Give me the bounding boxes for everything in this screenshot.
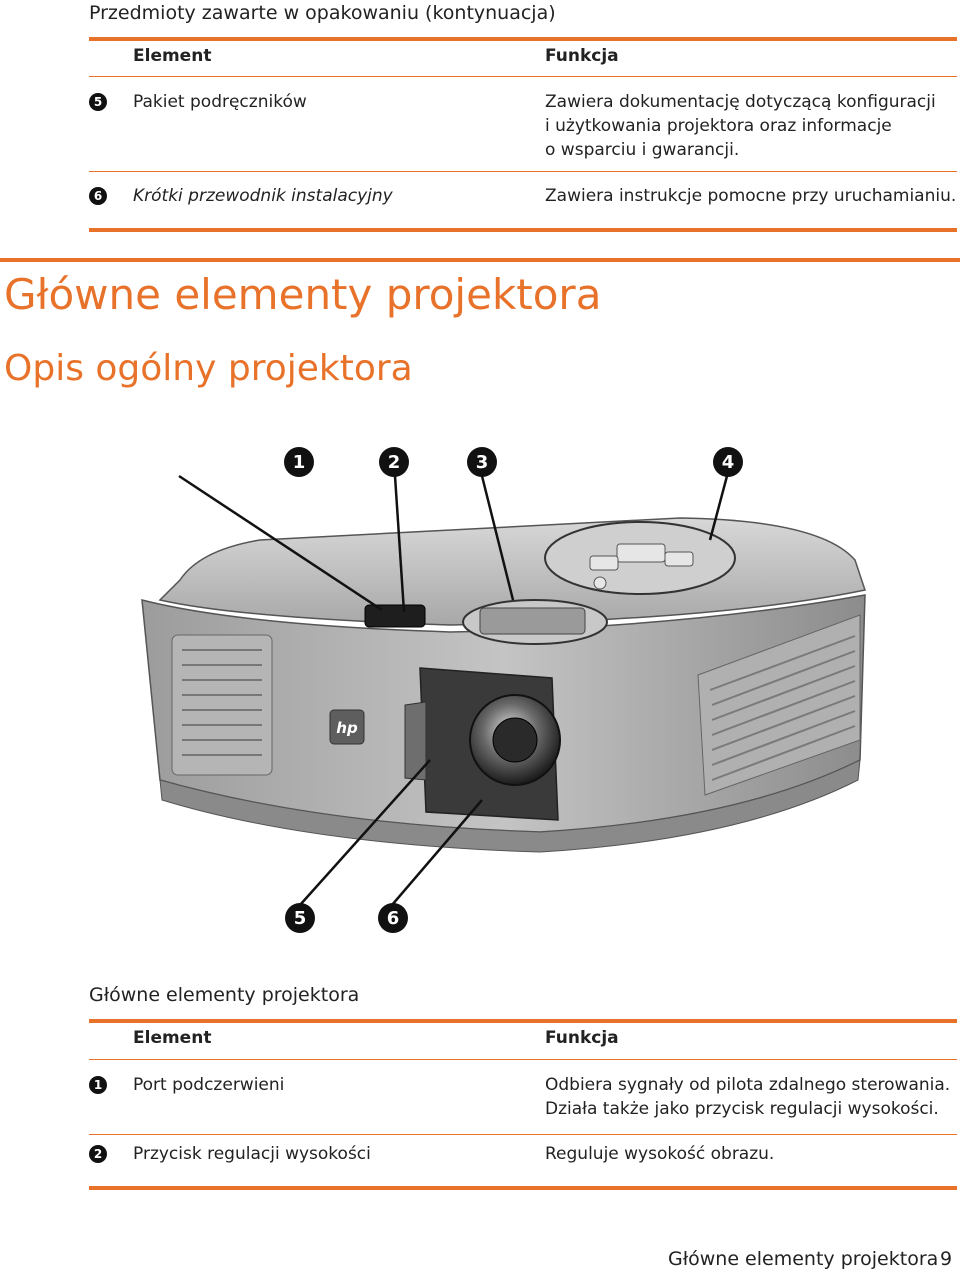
table-cell-element: Krótki przewodnik instalacyjny: [133, 186, 393, 206]
table-caption: Główne elementy projektora: [89, 984, 360, 1006]
hp-logo-text: hp: [336, 719, 358, 737]
left-vent-grille: [171, 634, 273, 776]
callout-marker: 5: [285, 903, 315, 933]
table-row-rule: [89, 171, 957, 172]
table-cell-function: Odbiera sygnały od pilota zdalnego stero…: [545, 1073, 950, 1121]
item-number-badge: 5: [89, 93, 107, 111]
section-subheading: Opis ogólny projektora: [4, 348, 413, 389]
callout-marker: 2: [379, 447, 409, 477]
function-line: i użytkowania projektora oraz informacje: [545, 116, 892, 136]
callout-leader-lines: [178, 474, 729, 906]
table-cell-function: Reguluje wysokość obrazu.: [545, 1144, 775, 1164]
callout-marker: 6: [378, 903, 408, 933]
column-header-element: Element: [133, 1028, 212, 1048]
table-header-rule: [89, 76, 957, 77]
section-heading: Główne elementy projektora: [4, 270, 602, 319]
footer-title: Główne elementy projektora: [668, 1248, 939, 1270]
table-row-rule: [89, 1134, 957, 1135]
ir-port: [364, 604, 426, 628]
column-header-function: Funkcja: [545, 46, 619, 66]
function-line: o wsparciu i gwarancji.: [545, 140, 740, 160]
callout-marker: 4: [713, 447, 743, 477]
table-header-rule: [89, 1059, 957, 1060]
function-line: Odbiera sygnały od pilota zdalnego stero…: [545, 1075, 951, 1095]
table-cell-element: Pakiet podręczników: [133, 92, 307, 112]
page-number: 9: [940, 1248, 953, 1270]
table-caption: Przedmioty zawarte w opakowaniu (kontynu…: [89, 2, 556, 24]
function-line: Działa także jako przycisk regulacji wys…: [545, 1099, 939, 1119]
right-vent-grille: [697, 614, 861, 796]
table-cell-element: Przycisk regulacji wysokości: [133, 1144, 371, 1164]
zoom-focus-ring: [479, 607, 586, 635]
function-line: Zawiera dokumentację dotyczącą konfigura…: [545, 92, 936, 112]
callout-marker: 1: [284, 447, 314, 477]
lens-cover-slider: [404, 701, 427, 781]
item-number-badge: 6: [89, 187, 107, 205]
table-top-rule: [89, 1019, 957, 1023]
hp-logo-badge: [329, 709, 365, 745]
table-cell-element: Port podczerwieni: [133, 1075, 285, 1095]
table-bottom-rule: [89, 1186, 957, 1190]
column-header-element: Element: [133, 46, 212, 66]
section-rule: [0, 258, 960, 262]
table-cell-function: Zawiera instrukcje pomocne przy uruchami…: [545, 186, 957, 206]
item-number-badge: 2: [89, 1145, 107, 1163]
power-button: [593, 576, 607, 590]
projector-illustration: hp: [141, 474, 866, 906]
table-cell-function: Zawiera dokumentację dotyczącą konfigura…: [545, 90, 936, 162]
column-header-function: Funkcja: [545, 1028, 619, 1048]
table-bottom-rule: [89, 228, 957, 232]
projector-base: [159, 759, 861, 853]
callout-marker: 3: [467, 447, 497, 477]
item-number-badge: 1: [89, 1076, 107, 1094]
table-top-rule: [89, 37, 957, 41]
